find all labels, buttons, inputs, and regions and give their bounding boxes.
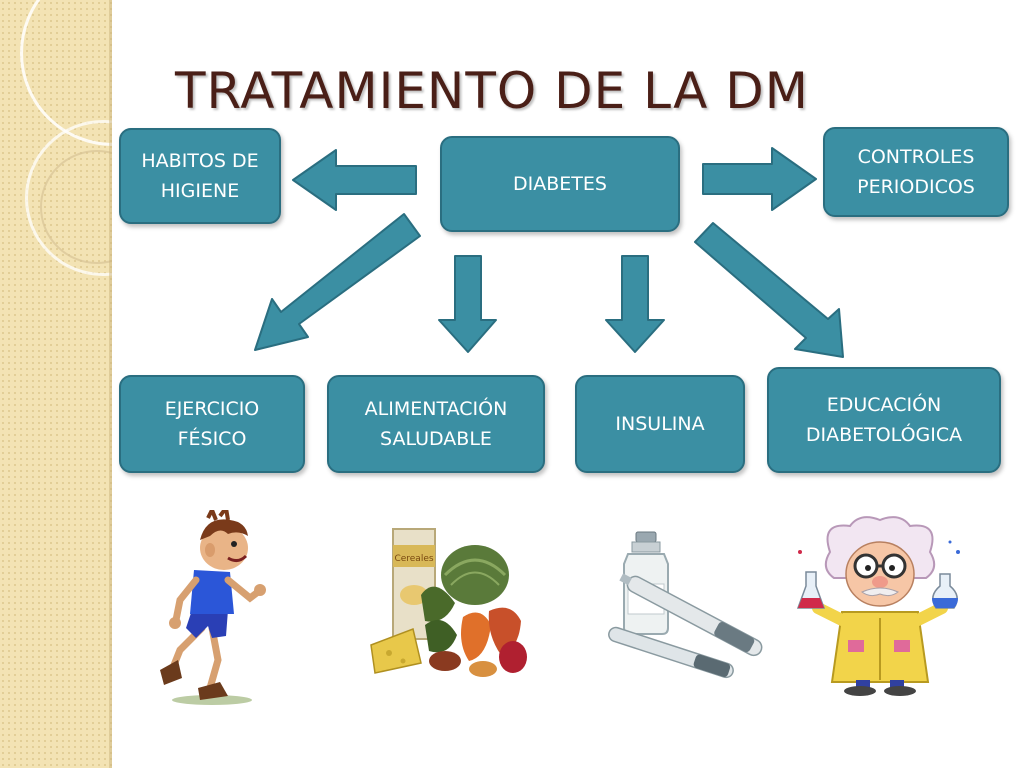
arrow-to-habitos	[292, 149, 417, 211]
node-diabetes: DIABETES	[440, 136, 680, 232]
node-alimentacion-saludable: ALIMENTACIÓN SALUDABLE	[327, 375, 545, 473]
node-insulina: INSULINA	[575, 375, 745, 473]
running-boy-icon	[160, 510, 266, 705]
arrow-to-insulina	[605, 255, 665, 353]
insulin-vial-and-pen-icon	[608, 531, 763, 679]
decorative-side-strip	[0, 0, 112, 768]
scientist-icon	[796, 516, 960, 696]
node-controles-periodicos: CONTROLES PERIODICOS	[823, 127, 1009, 217]
cereal-box-label: Cereales	[394, 554, 433, 564]
arrow-to-alimentacion	[438, 255, 497, 353]
slide-title: TRATAMIENTO DE LA DM	[175, 62, 809, 120]
arrow-to-educacion	[694, 222, 844, 358]
arrow-to-controles	[702, 147, 817, 211]
node-educacion-diabetologica: EDUCACIÓN DIABETOLÓGICA	[767, 367, 1001, 473]
arrow-to-ejercicio	[254, 213, 421, 351]
node-habitos-de-higiene: HABITOS DE HIGIENE	[119, 128, 281, 224]
healthy-food-icon: Cereales	[370, 528, 527, 677]
node-ejercicio-fisico: EJERCICIO FÉSICO	[119, 375, 305, 473]
